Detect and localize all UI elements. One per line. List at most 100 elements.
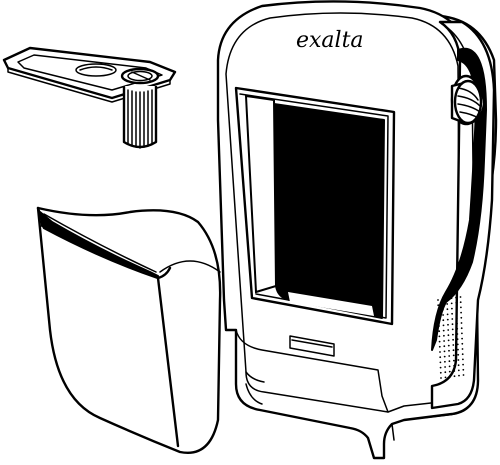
grille-dot xyxy=(452,344,455,346)
grille-dot xyxy=(444,376,447,379)
grille-dot xyxy=(457,348,459,351)
grille-dot xyxy=(456,327,459,330)
grille-dot xyxy=(453,370,456,372)
grille-dot xyxy=(443,334,445,337)
grille-dot xyxy=(459,301,462,304)
grille-dot xyxy=(450,302,453,305)
grille-dot xyxy=(460,306,462,309)
grille-dot xyxy=(461,337,463,340)
grille-dot xyxy=(457,353,460,356)
grille-dot xyxy=(446,303,449,305)
grille-dot xyxy=(451,307,453,310)
brand-logo: exalta xyxy=(296,28,364,53)
grille-dot xyxy=(455,312,458,315)
grille-dot xyxy=(443,350,446,353)
grille-dot xyxy=(455,296,457,299)
grille-dot xyxy=(451,328,454,331)
grille-dot xyxy=(446,318,449,321)
grille-dot xyxy=(447,329,450,331)
grille-dot xyxy=(459,296,462,298)
grille-dot xyxy=(439,366,442,369)
grille-dot xyxy=(456,333,459,335)
grille-dot xyxy=(462,374,465,376)
grille-dot xyxy=(460,327,463,330)
grille-dot xyxy=(451,312,453,315)
grille-dot xyxy=(461,342,464,345)
grille-dot xyxy=(456,322,458,325)
grille-dot xyxy=(455,307,458,309)
grille-dot xyxy=(444,371,447,374)
control-knob-icon xyxy=(450,74,486,126)
grille-dot xyxy=(447,323,449,326)
grille-dot xyxy=(460,311,462,314)
grille-dot xyxy=(453,359,455,362)
grille-dot xyxy=(442,319,445,322)
grille-dot xyxy=(461,353,464,356)
grille-dot xyxy=(446,308,449,311)
grille-dot xyxy=(437,319,440,322)
filter-tray-icon xyxy=(2,46,177,149)
grille-dot xyxy=(452,333,454,336)
grille-dot xyxy=(438,335,441,338)
grille-dot xyxy=(453,375,456,378)
grille-dot xyxy=(437,304,440,307)
grille-dot xyxy=(442,329,445,332)
grille-dot xyxy=(451,323,454,326)
grille-dot xyxy=(450,297,453,300)
grille-dot xyxy=(458,374,460,377)
grille-dot xyxy=(456,343,459,346)
grille-dot xyxy=(448,365,451,368)
grille-dot xyxy=(443,345,446,348)
grille-dot xyxy=(443,340,445,342)
grille-dot xyxy=(439,371,442,374)
grille-dot xyxy=(457,369,460,372)
grille-dot xyxy=(440,377,442,379)
water-reservoir-icon xyxy=(36,206,222,455)
grille-dot xyxy=(438,330,441,333)
grille-dot xyxy=(438,340,441,343)
filter-cartridge-icon xyxy=(122,86,158,149)
grille-dot xyxy=(457,359,460,361)
speaker-grille-icon xyxy=(437,296,465,379)
grille-dot xyxy=(449,375,451,378)
grille-dot xyxy=(462,368,465,371)
grille-dot xyxy=(462,358,464,361)
grille-dot xyxy=(448,349,450,352)
grille-dot xyxy=(460,322,463,324)
grille-dot xyxy=(442,324,445,327)
grille-dot xyxy=(448,360,451,363)
grille-dot xyxy=(446,313,449,316)
grille-dot xyxy=(438,345,441,348)
grille-dot xyxy=(452,349,455,352)
grille-dot xyxy=(439,361,442,364)
grille-dot xyxy=(444,360,446,363)
grille-dot xyxy=(438,325,440,327)
grille-dot xyxy=(439,356,442,359)
grille-dot xyxy=(437,314,440,317)
grille-dot xyxy=(446,297,448,300)
grille-dot xyxy=(455,301,458,304)
grille-dot xyxy=(447,334,450,337)
grille-dot xyxy=(441,298,444,301)
grille-dot xyxy=(451,318,454,320)
grille-dot xyxy=(437,299,439,301)
grille-dot xyxy=(437,309,440,312)
grille-dot xyxy=(461,332,463,335)
grille-dot xyxy=(448,355,451,357)
viewing-window-icon xyxy=(234,86,396,326)
grille-dot xyxy=(443,355,446,358)
grille-dot xyxy=(439,351,441,353)
grille-dot xyxy=(461,348,464,350)
grille-dot xyxy=(444,366,446,368)
grille-dot xyxy=(460,316,463,319)
grille-dot xyxy=(447,344,450,347)
grille-dot xyxy=(452,338,454,341)
grille-dot xyxy=(456,338,459,341)
grille-dot xyxy=(441,303,444,306)
grille-dot xyxy=(452,354,455,357)
grille-dot xyxy=(442,314,444,316)
grille-dot xyxy=(442,308,444,311)
grille-dot xyxy=(453,364,455,367)
grille-dot xyxy=(457,364,460,367)
